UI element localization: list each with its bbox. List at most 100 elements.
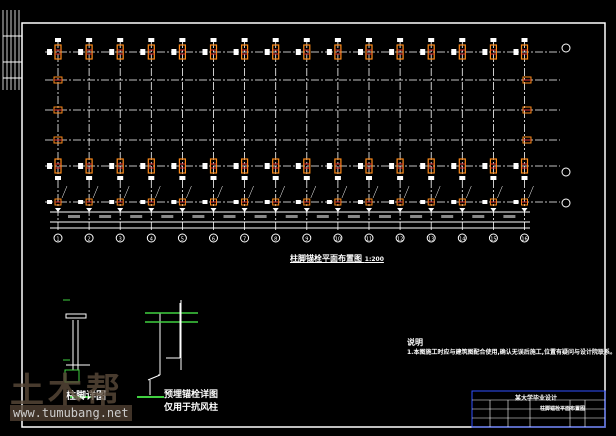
anchor-tag	[264, 38, 279, 55]
dimension-label	[410, 215, 423, 218]
notes-heading: 说明	[407, 338, 423, 347]
anchor-tag	[326, 163, 341, 180]
anchor-tag	[513, 38, 528, 55]
anchor-tag	[389, 38, 404, 55]
line	[147, 374, 161, 381]
axis-bubble	[561, 43, 571, 53]
anchor-tag	[171, 200, 186, 212]
axis-label: 9	[305, 237, 308, 243]
steel-column	[272, 44, 280, 60]
axis-bubble	[53, 233, 63, 243]
axis-bubble	[457, 233, 467, 243]
anchor-tag	[326, 38, 341, 55]
anchor-tag	[171, 38, 186, 55]
anchor-tag	[482, 200, 497, 212]
anchor-tag	[78, 38, 93, 55]
anchor-tag	[389, 200, 404, 212]
axis-bubble	[520, 233, 529, 243]
axis-bubble	[395, 233, 405, 243]
steel-column	[209, 44, 218, 60]
axis-bubble	[146, 233, 156, 243]
anchor-tag	[482, 38, 497, 55]
anchor-tag	[202, 38, 217, 55]
dimension-label	[285, 215, 298, 218]
detail2-title: 预埋锚栓详图	[164, 390, 219, 400]
line	[372, 185, 379, 199]
anchor-tag	[47, 38, 61, 55]
axis-label: 2	[88, 237, 91, 243]
dimension-label	[316, 215, 329, 218]
line	[310, 185, 317, 199]
anchor-tag	[171, 163, 186, 180]
steel-column	[396, 44, 404, 60]
anchor-tag	[202, 200, 217, 212]
anchor-tag	[358, 38, 372, 55]
steel-column	[427, 44, 435, 60]
dimension-label	[192, 215, 205, 218]
axis-bubble	[488, 233, 498, 243]
axis-label: 14	[459, 237, 465, 243]
axis-bubble	[333, 233, 343, 243]
watermark-logo: 土木帮	[10, 371, 124, 411]
line	[123, 185, 130, 199]
anchor-tag	[78, 163, 93, 180]
axis-label: 8	[274, 237, 277, 243]
line	[341, 185, 348, 199]
dimension-label	[130, 215, 143, 218]
line	[155, 185, 161, 199]
axis-bubble	[302, 233, 312, 243]
steel-column	[178, 158, 186, 174]
axis-bubble	[209, 233, 218, 243]
dimension-label	[161, 215, 174, 218]
line	[497, 185, 503, 199]
axis-bubble	[240, 233, 250, 243]
steel-column	[85, 44, 93, 60]
axis-label: 4	[150, 237, 153, 243]
axis-bubble	[115, 233, 125, 243]
anchor-tag	[420, 163, 435, 180]
dimension-label	[441, 215, 454, 218]
steel-column	[209, 158, 218, 174]
anchor-tag	[78, 200, 93, 212]
axis-bubble	[84, 233, 94, 243]
drawing-frame	[21, 22, 606, 428]
detail2-subtitle: 仅用于抗风柱	[164, 403, 219, 413]
anchor-tag	[451, 200, 466, 212]
steel-column	[458, 44, 466, 60]
line	[279, 185, 285, 199]
watermark-url: www.tumubang.net	[10, 405, 132, 421]
axis-label: 10	[335, 237, 341, 243]
line	[403, 185, 410, 199]
steel-column	[178, 44, 186, 60]
steel-column	[54, 158, 62, 174]
axis-label: 16	[521, 237, 527, 243]
anchor-tag	[233, 38, 248, 55]
steel-column	[489, 44, 497, 60]
steel-column	[147, 44, 155, 60]
anchor-tag	[513, 200, 528, 212]
anchor-tag	[140, 200, 155, 212]
steel-column	[54, 44, 62, 60]
axis-bubble	[271, 233, 281, 243]
line	[528, 185, 534, 199]
dimension-label	[379, 215, 391, 218]
axis-label: 15	[490, 237, 496, 243]
steel-column	[303, 158, 311, 174]
line	[92, 185, 99, 199]
detail1-title: 柱脚详图	[66, 391, 106, 402]
anchor-tag	[513, 163, 528, 180]
anchor-tag	[109, 163, 124, 180]
anchor-tag	[295, 163, 310, 180]
steel-column	[489, 158, 497, 174]
anchor-tag	[420, 200, 435, 212]
title-block-school: 某大学毕业设计	[515, 395, 558, 402]
line	[186, 185, 192, 199]
steel-column	[147, 158, 155, 174]
line	[434, 185, 441, 199]
steel-column	[334, 158, 342, 174]
anchor-tag	[233, 163, 248, 180]
anchor-tag	[264, 200, 279, 212]
anchor-tag	[451, 38, 466, 55]
axis-label: 13	[428, 237, 434, 243]
axis-bubble	[561, 167, 571, 177]
